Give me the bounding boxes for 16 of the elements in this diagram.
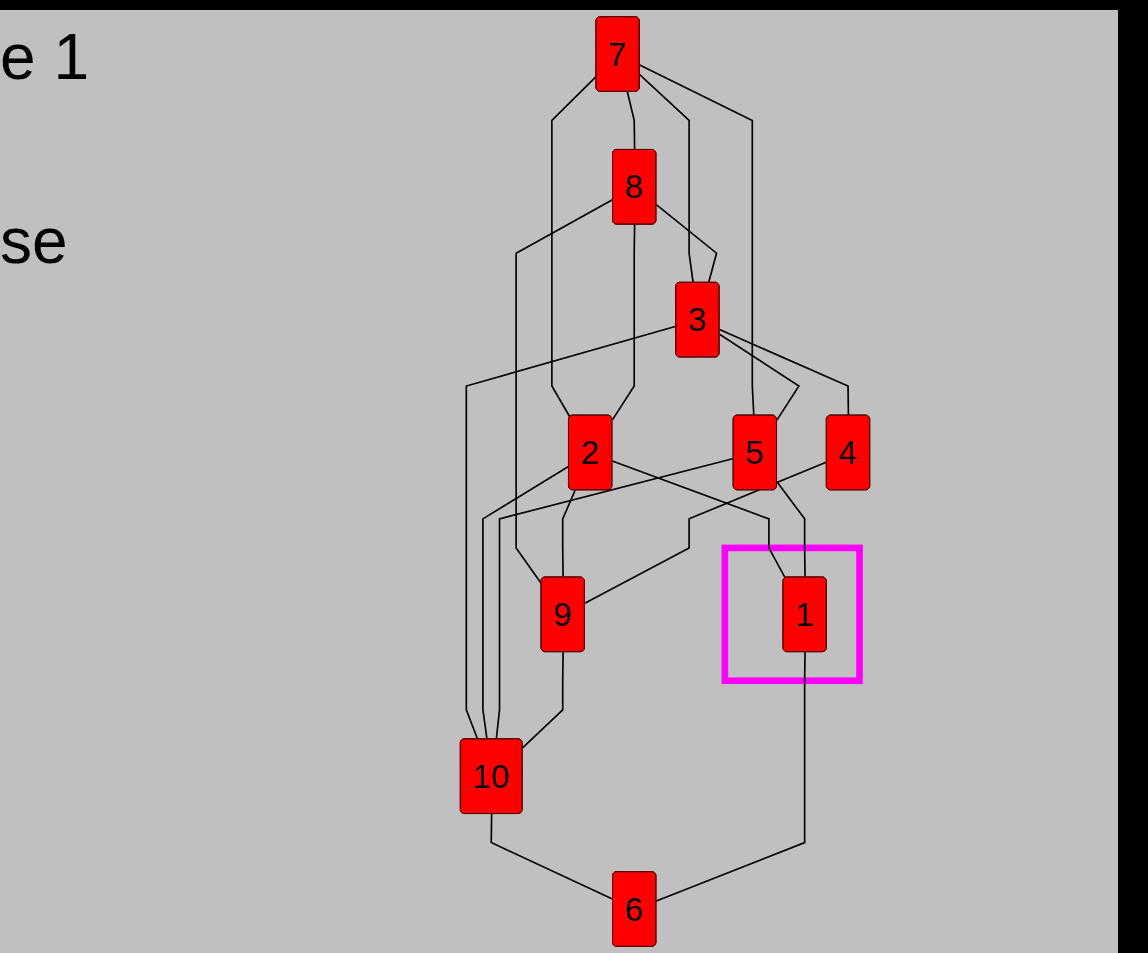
connector <box>521 651 564 749</box>
connector <box>611 460 787 579</box>
connector <box>611 223 636 421</box>
connector <box>490 813 614 901</box>
connector <box>718 328 850 417</box>
connector <box>655 651 806 902</box>
connector <box>638 64 755 417</box>
connector <box>718 333 801 421</box>
connector <box>655 203 718 284</box>
connector <box>584 461 828 605</box>
connector <box>626 90 636 151</box>
cluster <box>721 544 863 685</box>
connector <box>638 73 694 284</box>
connector <box>515 198 614 585</box>
label-text: se <box>0 204 69 278</box>
label-text: e 1 <box>0 20 90 94</box>
